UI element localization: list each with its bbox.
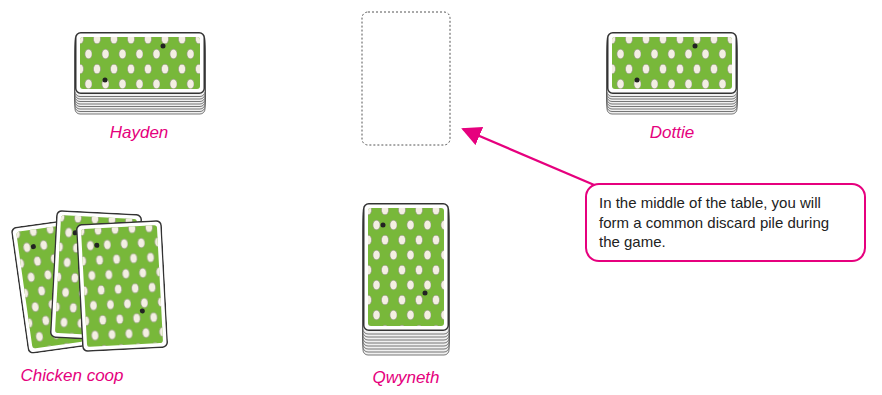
callout-arrow bbox=[463, 129, 606, 190]
card-deck bbox=[607, 33, 737, 114]
discard-pile-outline bbox=[362, 12, 450, 145]
player-name: Qwyneth bbox=[372, 368, 439, 388]
card-deck bbox=[75, 33, 205, 114]
callout-text: In the middle of the table, you will for… bbox=[599, 193, 852, 252]
player-name: Hayden bbox=[110, 123, 169, 143]
card-deck bbox=[363, 204, 449, 355]
card-fan bbox=[11, 211, 167, 354]
callout-box: In the middle of the table, you will for… bbox=[585, 183, 866, 262]
player-name: Chicken coop bbox=[20, 366, 123, 386]
player-name: Dottie bbox=[650, 123, 694, 143]
